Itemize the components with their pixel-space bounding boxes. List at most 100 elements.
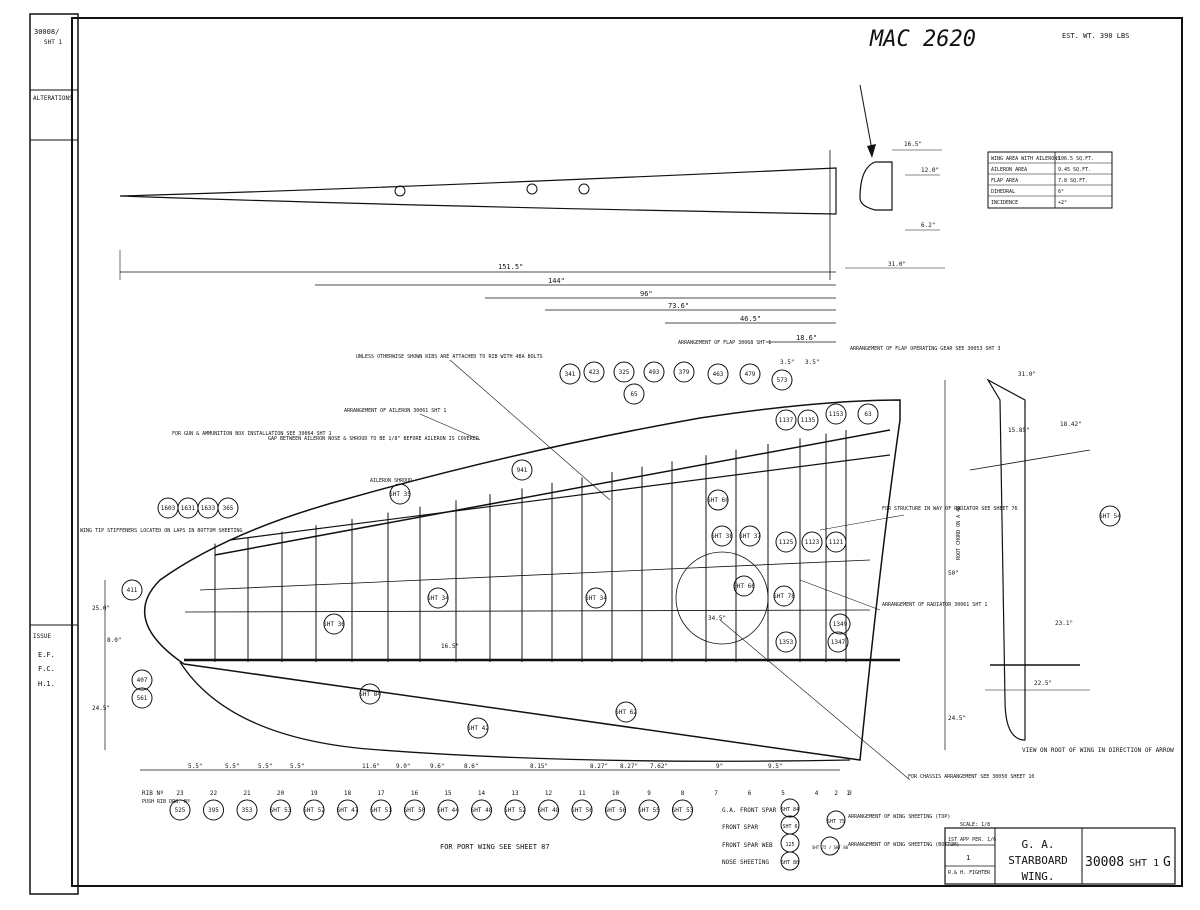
dimension-label: 31.0" <box>888 261 906 268</box>
rib-number: 16 <box>411 790 419 797</box>
spar-legend-ref: SHT 6 <box>782 824 797 830</box>
spar-legend-label: G.A. FRONT SPAR <box>722 807 777 814</box>
scale-label: SCALE: 1/8 <box>960 822 990 828</box>
rib-balloon: SHT 52 <box>504 807 526 814</box>
dimension-label: 3.5" <box>805 359 819 366</box>
top-balloon-circle <box>673 361 695 383</box>
rib-number: 17 <box>377 790 385 797</box>
drawing-border <box>71 17 1183 887</box>
mid-balloon: SHT 60 <box>707 497 729 504</box>
dimension-label: 18.6" <box>796 334 817 342</box>
rib-number: 22 <box>210 790 218 797</box>
mid-balloon-circle <box>829 613 851 635</box>
mid-balloon: 1121 <box>829 539 844 546</box>
dimension-label: 73.6" <box>668 302 689 310</box>
dimension-label: 3.5" <box>780 359 794 366</box>
approval-ref: 1ST APP PER. 1/6 <box>948 837 996 843</box>
areas-table: WING AREA WITH AILERONS 106.5 SQ.FT. AIL… <box>987 151 1113 209</box>
spar-legend-ref: SHT 80 <box>781 860 799 866</box>
rib-number: 6 <box>748 790 752 797</box>
dimension-label: 8.27" <box>590 763 608 770</box>
dimension-label: 23.1" <box>1055 620 1073 627</box>
top-balloon-circle <box>825 403 847 425</box>
sheeting-label: ARRANGEMENT OF WING SHEETING (TOP) <box>848 814 950 820</box>
mid-balloon-circle <box>711 525 733 547</box>
note-root-chord: ROOT CHORD ON A 48 <box>956 506 962 560</box>
issue-mark: E.F. <box>38 651 55 659</box>
mid-balloon: SHT 36 <box>323 621 345 628</box>
revision-letter: G <box>1163 855 1171 870</box>
mid-balloon: 407 <box>137 677 148 684</box>
spar-legend-label: FRONT SPAR <box>722 824 759 831</box>
dimension-label: 24.5" <box>948 715 966 722</box>
issue-label: ISSUE <box>33 633 51 640</box>
top-balloon: 1153 <box>829 411 844 418</box>
mid-balloon-circle <box>121 579 143 601</box>
mid-balloon-circle <box>739 525 761 547</box>
top-balloon: 65 <box>630 391 638 398</box>
rib-balloon: SHT 48 <box>471 807 493 814</box>
note-radiator-structure: FOR STRUCTURE IN WAY OF RADIATOR SEE SHE… <box>882 506 1017 512</box>
mid-balloon-circle <box>585 587 607 609</box>
mid-balloon: 1349 <box>833 621 848 628</box>
rib-number: 19 <box>310 790 318 797</box>
rib-balloon: SHT 55 <box>638 807 660 814</box>
rib-number: 20 <box>277 790 285 797</box>
sheet-box-number: 30008/ <box>34 28 59 36</box>
rib-number: 2 <box>834 790 838 797</box>
mid-balloon-circle <box>825 531 847 553</box>
rib-number: 9 <box>647 790 651 797</box>
rib-balloon: SHT 53 <box>672 807 694 814</box>
rib-balloon: SHT 48 <box>538 807 560 814</box>
dimension-label: 5.5" <box>290 763 304 770</box>
rib-balloon: SHT 51 <box>370 807 392 814</box>
wing-root-section <box>845 84 945 269</box>
rib-number: 13 <box>511 790 519 797</box>
push-rib-label: PUSH RIB DRG. Nº <box>142 799 190 805</box>
mid-balloon-circle <box>389 483 411 505</box>
mid-balloon-circle <box>217 497 239 519</box>
dimension-label: 12.0" <box>921 167 939 174</box>
rib-balloon-circle <box>236 799 258 821</box>
rib-balloon: SHT 52 <box>303 807 325 814</box>
rib-balloon: SHT 44 <box>437 807 459 814</box>
dimension-label: 144" <box>548 277 565 285</box>
mid-balloon-circle <box>467 717 489 739</box>
rib-balloon: SHT 53 <box>270 807 292 814</box>
mid-balloon: SHT 62 <box>615 709 637 716</box>
rib-number: 8 <box>681 790 685 797</box>
top-balloon: 479 <box>745 371 756 378</box>
mid-balloon-circle <box>359 683 381 705</box>
rib-spacing-labels: 5.5" 5.5" 5.5" 5.5" 11.6" 9.0" 9.6" 8.6"… <box>188 763 782 770</box>
dimension-label: 16.5" <box>441 643 459 650</box>
dimension-label: 24.5" <box>92 705 110 712</box>
top-balloon: 63 <box>864 411 872 418</box>
mid-balloon: 1631 <box>181 505 196 512</box>
mid-balloon-circle <box>1099 505 1121 527</box>
area-row-label: DIHEDRAL <box>991 189 1015 195</box>
weight-note: EST. WT. 390 LBS <box>1062 32 1129 40</box>
rib-number: 23 <box>176 790 184 797</box>
rib-balloon: SHT 56 <box>571 807 593 814</box>
rib-balloon: 395 <box>208 807 219 814</box>
mid-balloon: SHT 42 <box>467 725 489 732</box>
sheet-count: 1 <box>966 854 970 862</box>
sheet-number: SHT 1 <box>1129 858 1159 869</box>
dimension-label: 5.5" <box>225 763 239 770</box>
area-row-label: FLAP AREA <box>991 178 1018 184</box>
mid-balloon-circle <box>773 585 795 607</box>
top-balloon-circle <box>707 363 729 385</box>
rib-balloon-circle <box>337 799 358 821</box>
spar-legend-label: NOSE SHEETING <box>722 859 769 866</box>
rib-balloon: 525 <box>175 807 186 814</box>
mid-balloon-circle <box>131 687 153 709</box>
rib-balloon-circle <box>404 799 425 821</box>
mid-balloon: SHT 35 <box>389 491 411 498</box>
dimension-label: 8.0" <box>107 637 121 644</box>
mid-balloon-circle <box>707 489 729 511</box>
mid-balloon: 1633 <box>201 505 216 512</box>
